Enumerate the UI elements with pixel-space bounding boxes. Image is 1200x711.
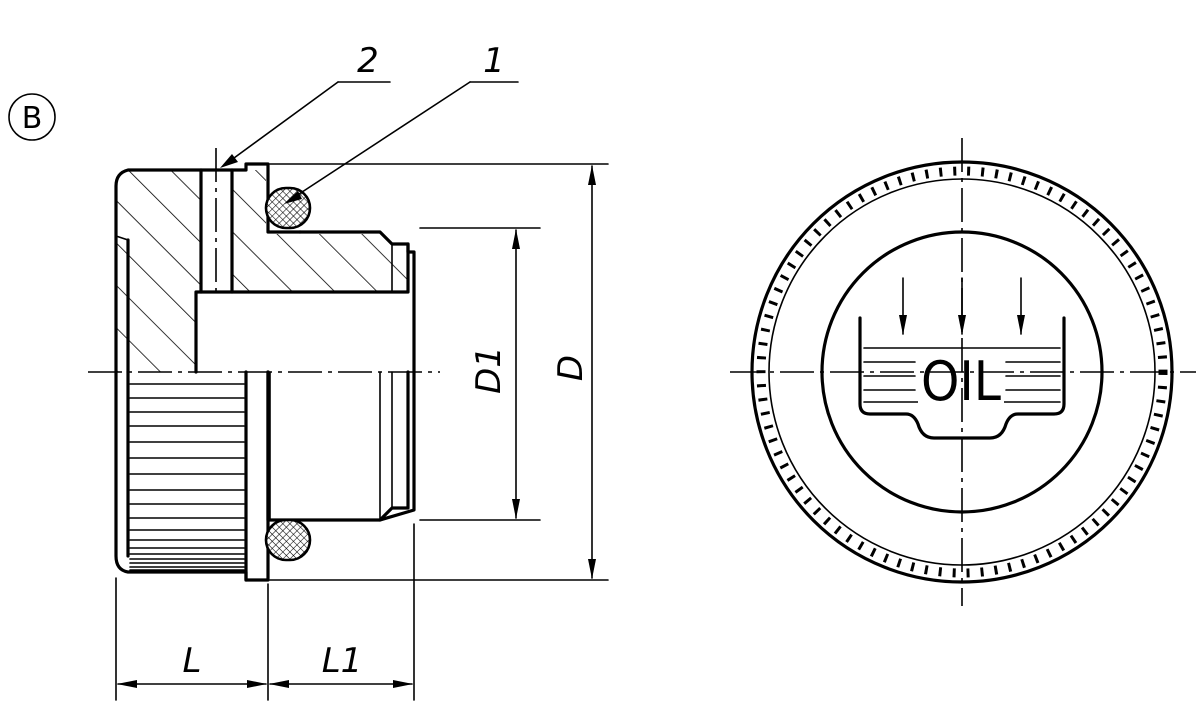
o-ring-lower bbox=[264, 518, 312, 562]
side-view bbox=[88, 148, 440, 582]
oil-label: OIL bbox=[921, 350, 1001, 413]
dimension-d: D bbox=[269, 163, 609, 581]
dimension-l1: L1 bbox=[269, 641, 413, 688]
dimension-d-label: D bbox=[551, 355, 591, 381]
o-ring-upper bbox=[264, 186, 312, 230]
dimension-l-label: L bbox=[183, 641, 202, 681]
front-view: OIL bbox=[730, 138, 1196, 606]
callout-2-number: 2 bbox=[357, 41, 379, 81]
view-label-text: B bbox=[22, 101, 43, 136]
callout-1: 1 bbox=[284, 41, 519, 204]
dimension-l1-label: L1 bbox=[322, 641, 363, 681]
dimension-d1-label: D1 bbox=[469, 346, 509, 394]
dimension-l: L bbox=[115, 523, 415, 701]
view-label-b: B bbox=[8, 93, 56, 141]
callout-1-number: 1 bbox=[483, 41, 505, 81]
callout-2: 2 bbox=[220, 41, 391, 168]
dimension-d1: D1 bbox=[419, 227, 541, 521]
knurl-lines bbox=[129, 383, 245, 571]
section-hatch bbox=[116, 170, 408, 372]
